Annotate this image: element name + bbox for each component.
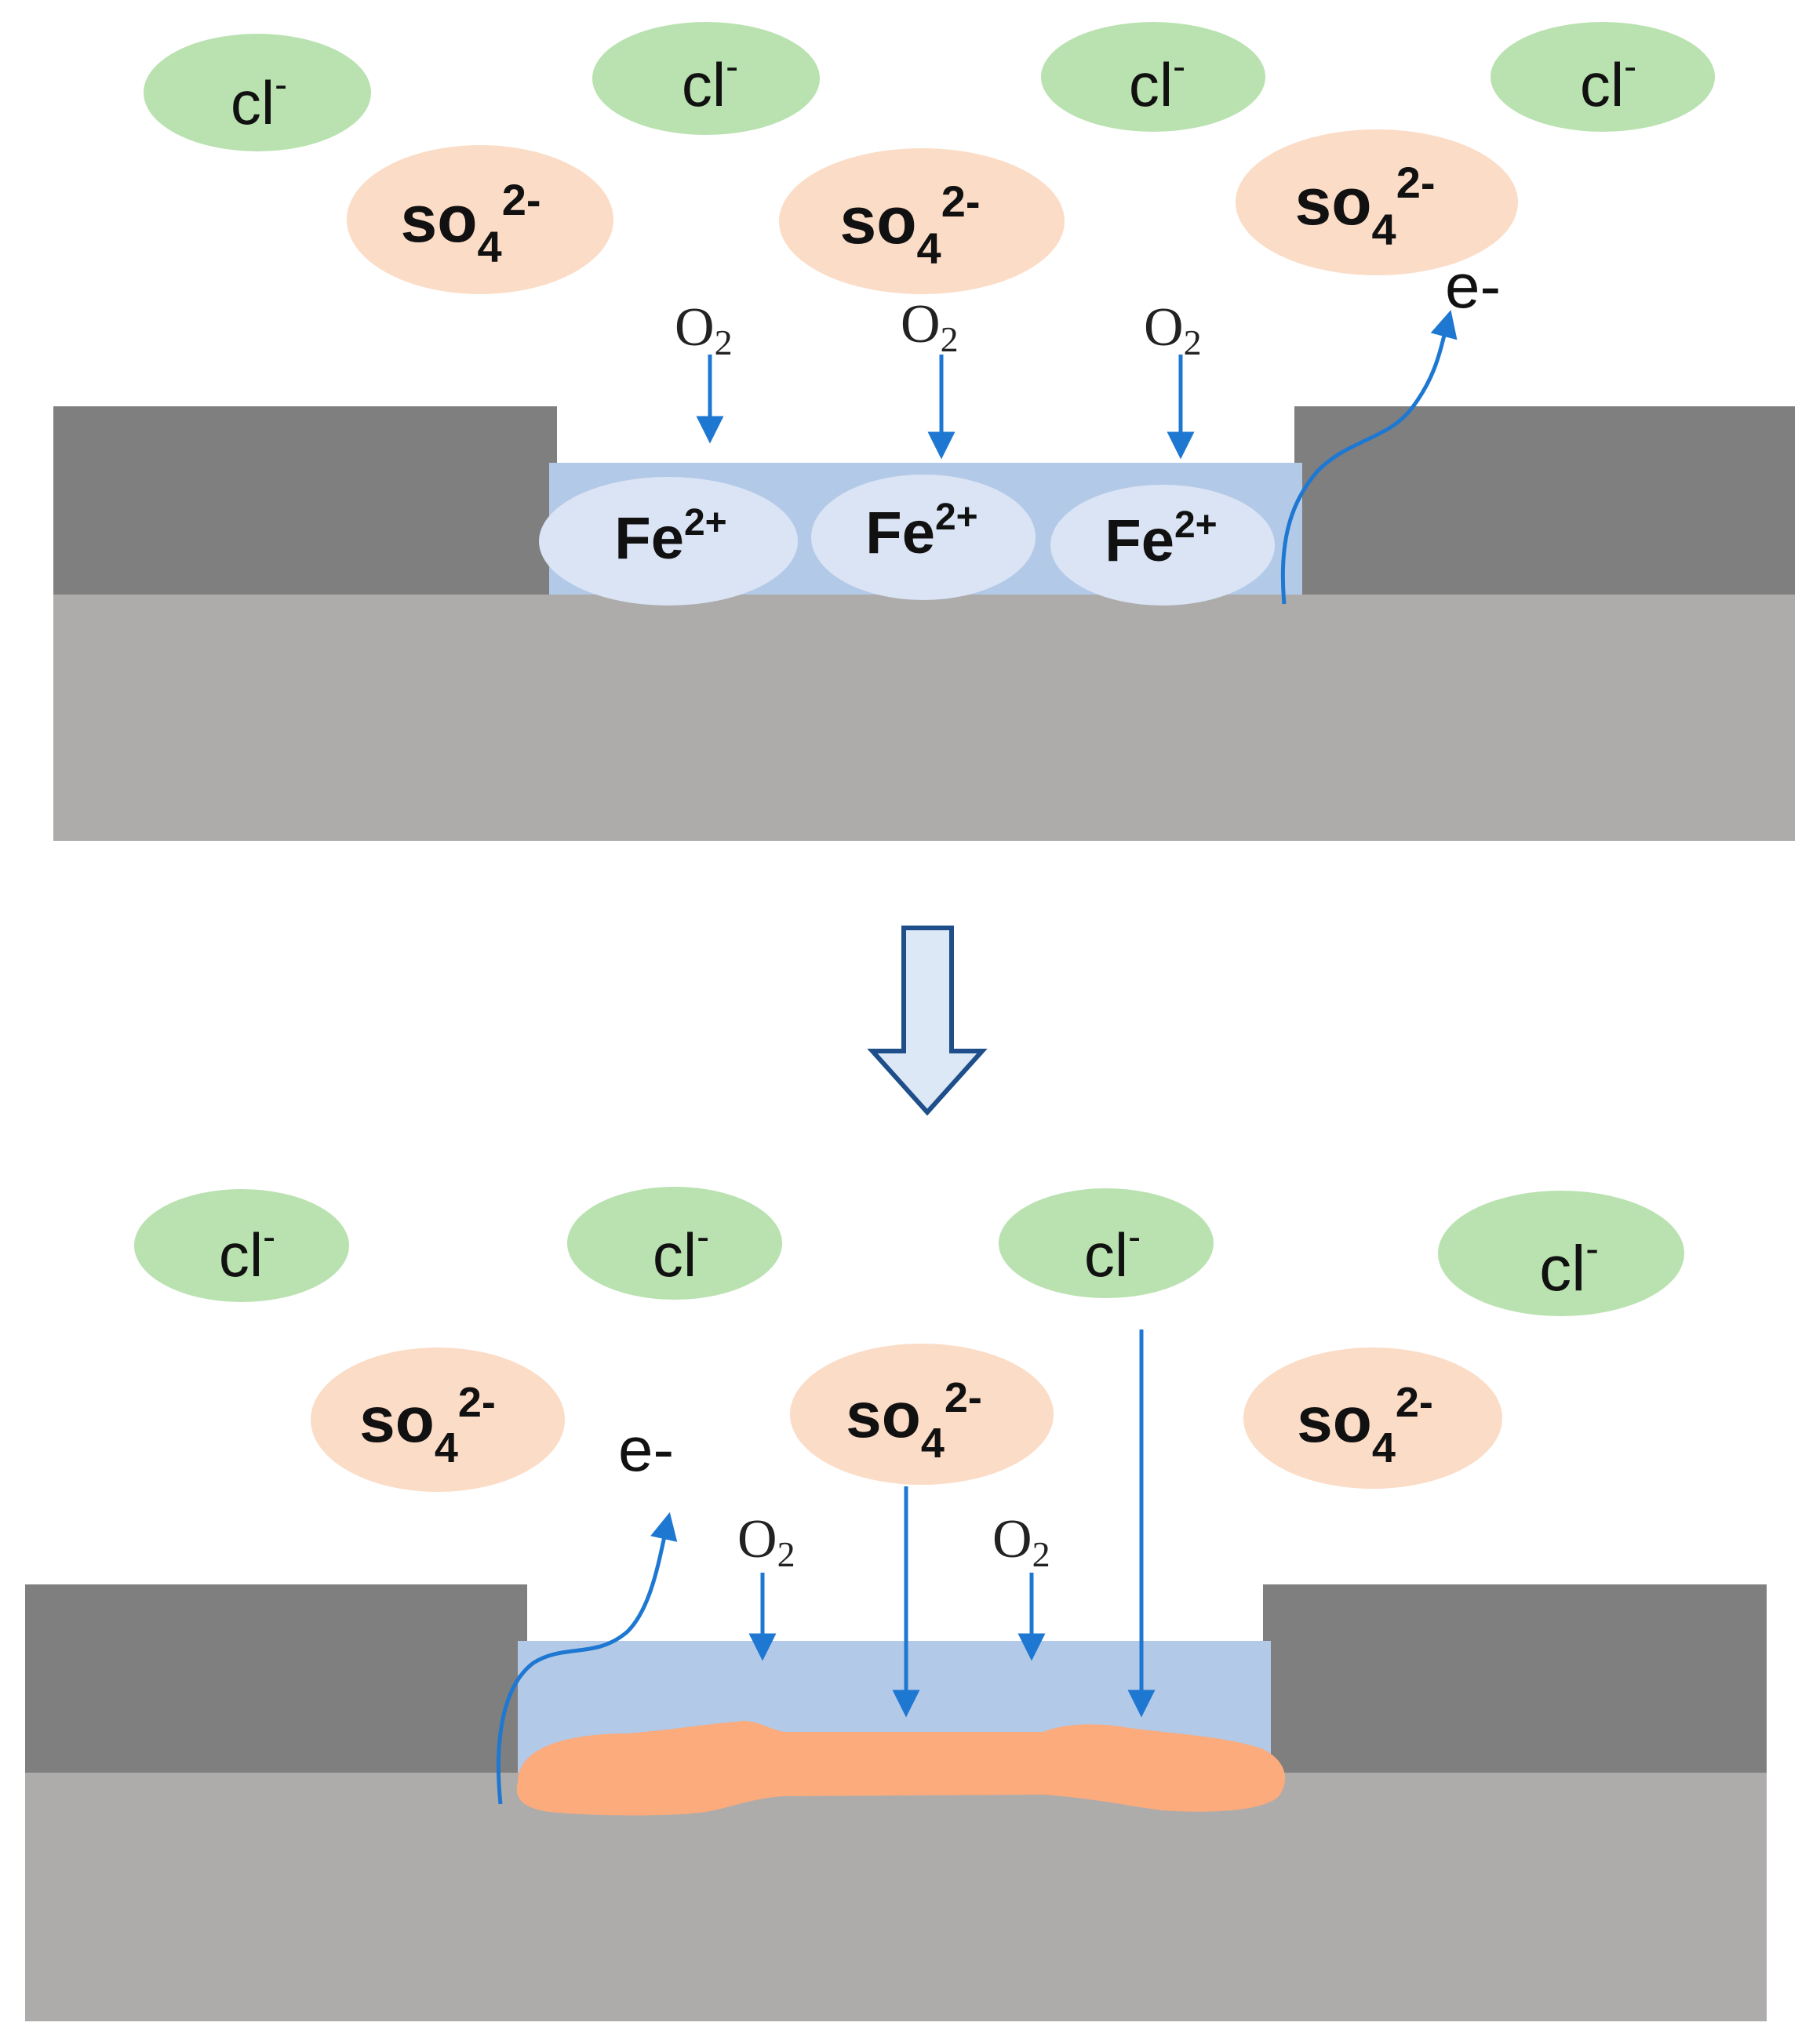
- fe-ion: Fe2+: [1050, 485, 1275, 606]
- svg-text:cl-: cl-: [1580, 46, 1636, 119]
- bottom-substrate: [25, 1769, 1767, 2021]
- corrosion-product: [516, 1720, 1286, 1816]
- so4-ion: so42-: [779, 148, 1065, 294]
- top-panel: Fe2+ Fe2+ Fe2+ cl- cl- cl- cl-: [53, 22, 1795, 841]
- cl-ion: cl-: [144, 34, 371, 151]
- electron-flow: e-: [496, 1414, 678, 1805]
- svg-text:O2: O2: [675, 297, 733, 362]
- bottom-panel: cl- cl- cl- cl- so42- so42- so42-: [25, 1187, 1767, 2021]
- cl-ion: cl-: [999, 1188, 1214, 1298]
- top-coating-right: [1294, 406, 1795, 595]
- so4-ion: so42-: [347, 145, 613, 294]
- svg-text:Fe2+: Fe2+: [614, 502, 726, 572]
- bottom-coating-left: [25, 1584, 527, 1773]
- cl-ion: cl-: [1438, 1191, 1684, 1316]
- svg-text:cl-: cl-: [1129, 46, 1185, 119]
- wavy-arrow-icon: [496, 1511, 678, 1805]
- svg-text:so42-: so42-: [1295, 158, 1436, 254]
- cl-ion: cl-: [592, 22, 820, 135]
- svg-text:so42-: so42-: [846, 1374, 982, 1467]
- transition-arrow: [867, 926, 988, 1116]
- svg-text:so42-: so42-: [1297, 1379, 1433, 1471]
- svg-text:so42-: so42-: [401, 175, 541, 271]
- o2-flow: O2: [901, 294, 959, 460]
- cl-ion: cl-: [567, 1187, 782, 1300]
- so4-ion: so42-: [311, 1348, 565, 1492]
- svg-text:so42-: so42-: [840, 176, 981, 273]
- o2-flow: O2: [1144, 297, 1202, 460]
- svg-text:cl-: cl-: [653, 1217, 709, 1289]
- so4-ion: so42-: [1236, 129, 1518, 275]
- bottom-coating-right: [1263, 1584, 1767, 1773]
- fe-ion: Fe2+: [811, 475, 1036, 600]
- svg-text:O2: O2: [992, 1509, 1050, 1574]
- svg-text:cl-: cl-: [219, 1217, 275, 1289]
- o2-flow: O2: [675, 297, 733, 444]
- svg-text:Fe2+: Fe2+: [865, 497, 977, 566]
- cl-ion: cl-: [1491, 22, 1715, 132]
- svg-text:O2: O2: [737, 1509, 795, 1574]
- so4-ion: so42-: [790, 1344, 1054, 1485]
- cl-ion: cl-: [1041, 22, 1265, 132]
- svg-text:cl-: cl-: [682, 46, 738, 119]
- svg-text:cl-: cl-: [231, 64, 287, 137]
- wavy-arrow-icon: [1280, 310, 1458, 605]
- cl-ion: cl-: [134, 1189, 349, 1302]
- svg-text:O2: O2: [901, 294, 959, 359]
- electron-flow: e-: [1280, 251, 1501, 605]
- down-arrow-icon: [867, 926, 988, 1116]
- svg-text:e-: e-: [1445, 251, 1501, 321]
- fe-ion: Fe2+: [539, 477, 798, 606]
- o2-flow: O2: [737, 1509, 795, 1661]
- top-coating-left: [53, 406, 557, 595]
- svg-text:so42-: so42-: [359, 1379, 496, 1471]
- svg-text:e-: e-: [618, 1414, 674, 1484]
- top-substrate: [53, 592, 1795, 841]
- svg-text:Fe2+: Fe2+: [1105, 504, 1217, 574]
- svg-text:O2: O2: [1144, 297, 1202, 362]
- svg-text:cl-: cl-: [1084, 1217, 1141, 1289]
- svg-text:cl-: cl-: [1539, 1227, 1599, 1304]
- o2-flow: O2: [992, 1509, 1050, 1661]
- so4-ion: so42-: [1243, 1348, 1502, 1489]
